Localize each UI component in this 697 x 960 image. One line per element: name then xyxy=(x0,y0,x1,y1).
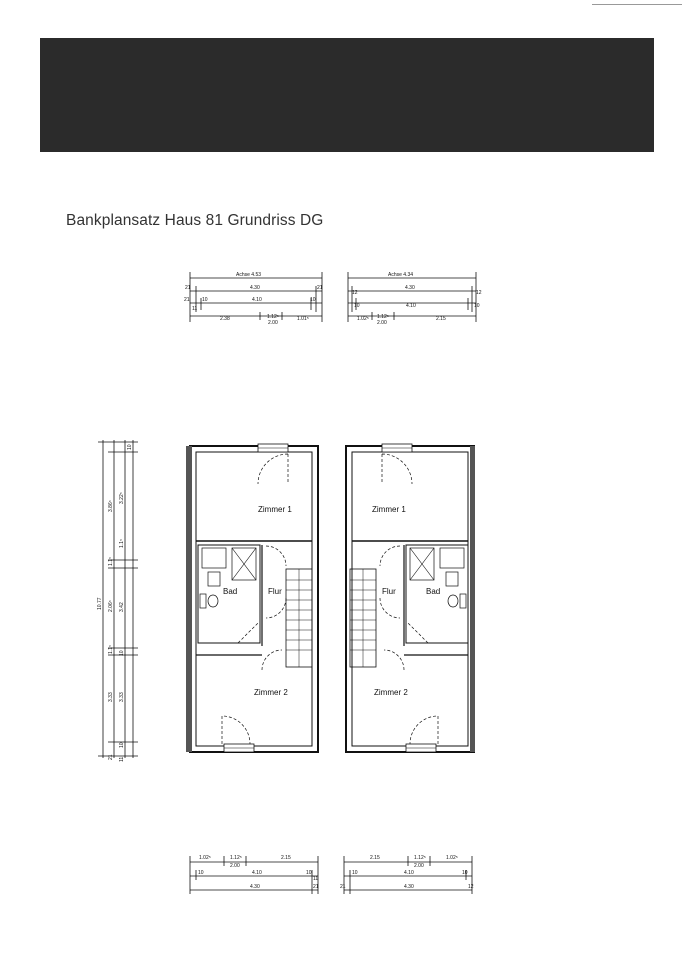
room-label: Flur xyxy=(268,587,282,596)
dim-label: 21 xyxy=(185,285,191,291)
dim-label: 2.00 xyxy=(414,863,424,869)
header-banner xyxy=(40,38,654,152)
dim-label: 10 xyxy=(474,303,480,309)
dim-label: 2.15 xyxy=(370,855,380,861)
dim-label: 10 xyxy=(119,742,125,748)
dim-label: 10 xyxy=(119,650,125,656)
bottom-dimension-labels-left: 1.02⁵ 1.12⁵ 2.00 2.15 10 4.10 10 11 4.30… xyxy=(198,855,319,890)
top-dimension-labels-left: Achse 4.53 21 4.30 21 21 10 4.10 10 11 2… xyxy=(184,272,323,326)
dim-label: 10 xyxy=(306,870,312,876)
dim-label: 2.38 xyxy=(220,316,230,322)
dim-label: 12 xyxy=(476,290,482,296)
dim-label: 11 xyxy=(119,757,125,762)
floor-plan-right: Zimmer 1 Flur Bad Zimmer 2 xyxy=(345,443,475,753)
bottom-dimension-labels-right: 2.15 1.12⁵ 2.00 1.02⁵ 10 4.10 10 21 4.30… xyxy=(340,855,474,890)
page-title: Bankplansatz Haus 81 Grundriss DG xyxy=(66,212,324,229)
dim-label: 1.12⁵ xyxy=(230,855,242,861)
dim-label: 1.02⁵ xyxy=(357,316,369,322)
dim-label: 10 xyxy=(462,870,468,876)
dim-label: 2.00 xyxy=(268,320,278,326)
room-label: Flur xyxy=(382,587,396,596)
dim-label: 3.33 xyxy=(108,692,114,702)
header-rule xyxy=(592,4,682,5)
dim-label: 2.00 xyxy=(230,863,240,869)
dim-label: 1.12⁵ xyxy=(267,314,279,320)
dim-label: 2.15 xyxy=(281,855,291,861)
dim-label: 3.42 xyxy=(119,602,125,612)
bottom-dimension-chain-left xyxy=(189,856,319,894)
dim-label: 3.33 xyxy=(119,692,125,702)
dim-label: 11 xyxy=(313,876,318,882)
dim-label: 1.12⁵ xyxy=(414,855,426,861)
room-label: Zimmer 1 xyxy=(372,505,406,514)
dim-label: 21 xyxy=(340,884,346,890)
dim-label: 4.30 xyxy=(404,884,414,890)
dim-label: 1.1⁵ xyxy=(108,557,114,566)
dim-label: 21 xyxy=(313,884,319,890)
dim-label: 2.06⁵ xyxy=(108,600,114,612)
side-dimension-labels: 10.77 3.86⁵ 1.1⁵ 2.06⁵ 1.1⁵ 3.33 3.22⁵ 1… xyxy=(97,444,133,762)
room-label: Zimmer 1 xyxy=(258,505,292,514)
dim-label: 4.10 xyxy=(406,303,416,309)
dim-label: 21 xyxy=(184,297,190,303)
dim-label: 10 xyxy=(310,297,316,303)
dim-label: 1.01⁵ xyxy=(297,316,309,322)
dim-label: 1.02⁵ xyxy=(446,855,458,861)
dim-label: 10 xyxy=(202,297,208,303)
dim-label: 1.12⁵ xyxy=(377,314,389,320)
dim-label: 12 xyxy=(352,290,358,296)
top-dimension-chain-left xyxy=(189,272,323,322)
room-label: Bad xyxy=(223,587,237,596)
top-dimension-chain-right xyxy=(347,272,477,322)
dim-label: 21 xyxy=(317,285,323,291)
room-label: Zimmer 2 xyxy=(254,688,288,697)
dim-label: 10 xyxy=(354,303,360,309)
dim-label: 4.10 xyxy=(252,870,262,876)
dim-label: 3.22⁵ xyxy=(119,492,125,504)
dim-label: 3.86⁵ xyxy=(108,500,114,512)
dim-label: 2.00 xyxy=(377,320,387,326)
dim-label: 1.02⁵ xyxy=(199,855,211,861)
dim-label: 2.15 xyxy=(436,316,446,322)
dim-label: 1.1⁵ xyxy=(119,539,125,548)
dim-label: 10 xyxy=(127,444,133,450)
dim-label: 4.30 xyxy=(405,285,415,291)
side-dimension-chain xyxy=(98,440,138,758)
dim-label: 4.10 xyxy=(252,297,262,303)
dim-label: 4.30 xyxy=(250,285,260,291)
dim-total-height: 10.77 xyxy=(97,597,103,610)
dim-label: 4.10 xyxy=(404,870,414,876)
dim-label: 1.1⁵ xyxy=(108,645,114,654)
dim-axis-left: Achse 4.53 xyxy=(236,272,261,278)
bottom-dimension-chain-right xyxy=(343,856,473,894)
dim-label: 4.30 xyxy=(250,884,260,890)
room-label: Bad xyxy=(426,587,440,596)
dim-label: 12 xyxy=(468,884,474,890)
floor-plan-left: Zimmer 1 Bad Flur Zimmer 2 xyxy=(186,443,319,753)
room-label: Zimmer 2 xyxy=(374,688,408,697)
dim-label: 11 xyxy=(192,306,197,312)
dim-label: 10 xyxy=(352,870,358,876)
dim-axis-right: Achse 4.34 xyxy=(388,272,413,278)
dim-label: 21 xyxy=(108,754,114,760)
top-dimension-labels-right: Achse 4.34 12 4.30 12 10 4.10 10 1.02⁵ 1… xyxy=(352,272,482,326)
dim-label: 10 xyxy=(198,870,204,876)
